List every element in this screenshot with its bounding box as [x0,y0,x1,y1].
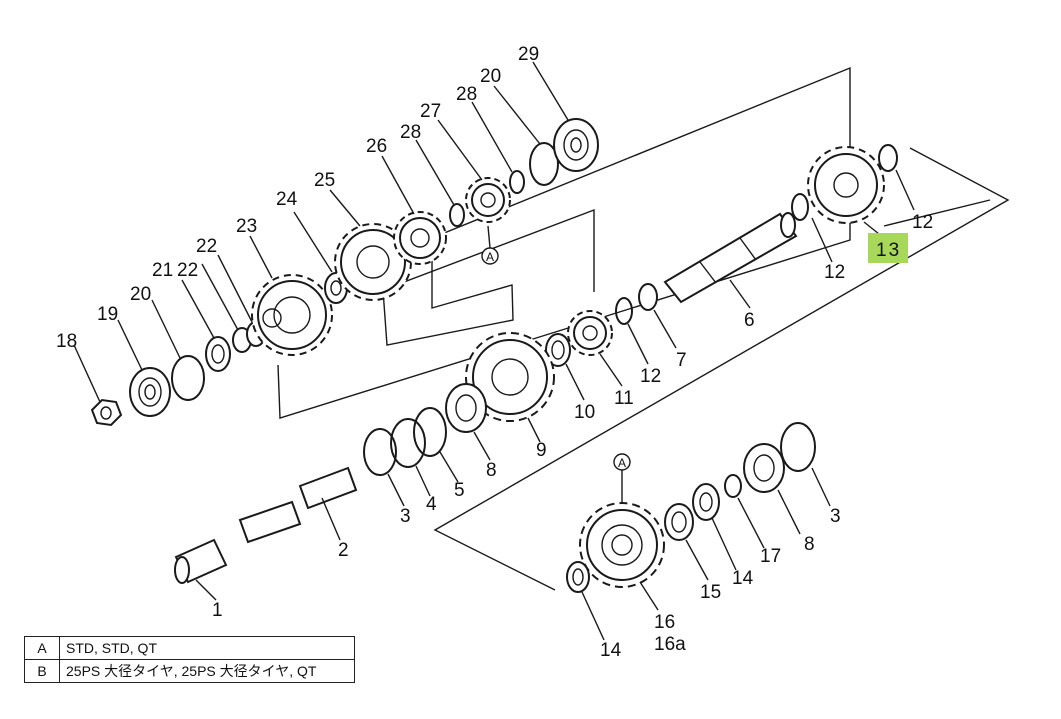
part-19-bearing [129,367,171,417]
legend-key: B [24,659,60,683]
callout-3: 3 [400,506,411,527]
callout-12: 12 [824,262,845,283]
leader-lines [73,61,915,641]
part-3-circlip [363,428,397,476]
callout-15: 15 [700,582,721,603]
part-8-bearing-lower [743,443,785,493]
part-6-shaft [663,212,798,304]
part-11-gear [567,310,613,356]
part-5-circlip [413,407,447,457]
ref-mark-lower: A [613,453,631,471]
callout-29: 29 [518,44,539,65]
part-16-gear [579,502,665,588]
part-12-circlip-b [878,144,898,172]
callout-2: 2 [338,540,349,561]
callout-27: 27 [420,101,441,122]
callout-13: 13 [876,240,901,261]
part-8-bearing-mid [445,383,487,433]
highlight-13 [868,233,908,263]
part-25-gear [334,223,412,301]
callout-numbers: 18 19 20 21 22 22 23 24 25 26 28 27 28 2… [56,44,933,661]
callout-10: 10 [574,402,595,423]
callout-7: 7 [676,350,687,371]
callout-20: 20 [480,66,501,87]
frame-lines [277,66,1010,591]
callout-12: 12 [640,366,661,387]
part-2-shaft [238,466,358,544]
part-20-circlip [171,355,205,401]
part-18-nut [90,398,123,427]
part-29-bearing [553,118,599,172]
callout-8: 8 [804,534,815,555]
callout-16: 16 [654,612,675,633]
part-21-collar [205,336,231,372]
part-12-circlip-a [791,193,809,221]
callout-23: 23 [236,216,257,237]
part-14-washer-lower [566,561,590,593]
part-1-sleeve [174,538,228,584]
part-28-circlip-upper [509,170,525,194]
variant-legend: A STD, STD, QT B 25PS 大径タイヤ, 25PS 大径タイヤ,… [24,636,355,683]
callout-25: 25 [314,170,335,191]
legend-key: A [24,636,60,660]
callout-20: 20 [130,284,151,305]
callout-28: 28 [400,122,421,143]
part-23-gear [251,274,333,356]
part-12-circlip-mid [615,297,633,325]
ref-mark-upper: A [481,247,499,265]
callout-12: 12 [912,212,933,233]
callout-14: 14 [732,568,754,589]
callout-1: 1 [212,600,223,621]
callout-18: 18 [56,331,77,352]
callout-14: 14 [600,640,622,661]
part-17-circlip [724,474,742,498]
callout-11: 11 [614,388,634,409]
legend-value: STD, STD, QT [59,636,355,660]
part-20-circlip-upper [529,142,559,186]
callout-21: 21 [152,260,173,281]
callout-16a: 16a [654,634,686,655]
part-9-gear [465,332,555,422]
part-15-needle-bearing [664,503,694,541]
part-7-collar [638,283,658,311]
legend-row-a: A STD, STD, QT [24,636,355,660]
callout-19: 19 [97,304,118,325]
part-26-gear [393,211,447,265]
legend-row-b: B 25PS 大径タイヤ, 25PS 大径タイヤ, QT [24,659,355,683]
callout-8: 8 [486,460,497,481]
callout-24: 24 [276,189,298,210]
ref-mark-lower-label: A [618,456,626,470]
callout-4: 4 [426,494,437,515]
callout-22: 22 [177,260,198,281]
part-27-gear [465,177,511,223]
callout-9: 9 [536,440,547,461]
part-28-circlip-lower [449,203,465,227]
callout-28: 28 [456,84,477,105]
callout-22: 22 [196,236,217,257]
callout-5: 5 [454,480,465,501]
ref-mark-upper-label: A [486,250,494,264]
part-4-circlip [390,418,426,468]
part-3-circlip-lower [780,422,816,472]
callout-17: 17 [760,546,781,567]
part-14-washer-upper [692,483,720,521]
legend-value: 25PS 大径タイヤ, 25PS 大径タイヤ, QT [59,659,355,683]
callout-26: 26 [366,136,387,157]
callout-3: 3 [830,506,841,527]
callout-6: 6 [744,310,755,331]
part-13-gear [807,146,885,224]
